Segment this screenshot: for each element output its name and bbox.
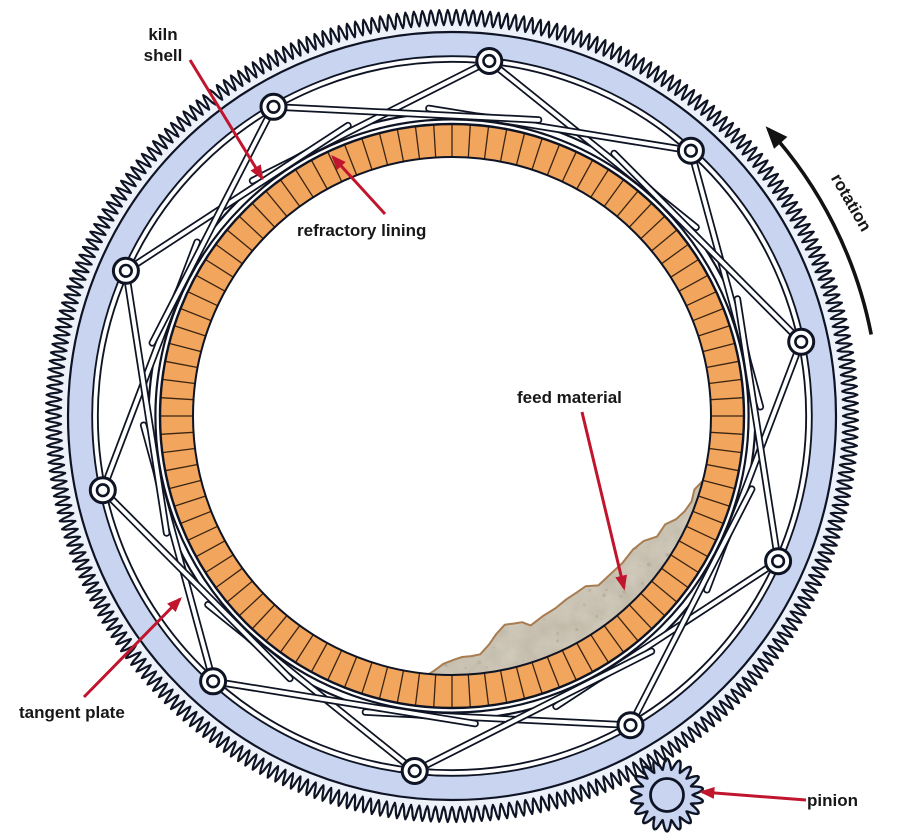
pivot-pin-inner — [482, 53, 497, 69]
pivot-pin-inner — [623, 718, 638, 733]
feed-material-heap — [424, 473, 710, 679]
tangent-plates — [99, 57, 805, 775]
kiln-shell-label: kiln shell — [143, 25, 183, 66]
refractory-brick-joints — [160, 124, 744, 708]
kiln-shell-pointer — [188, 59, 264, 181]
refractory-lining-pointer — [331, 155, 387, 216]
pivot-pin-inner — [683, 143, 699, 158]
refractory-annulus — [160, 124, 744, 708]
feed-material-pointer — [580, 411, 627, 591]
pivot-pin-inner — [118, 263, 133, 278]
tangent-plate-label: tangent plate — [19, 703, 125, 722]
pinion-gear — [629, 757, 705, 833]
pivot-pin-inner — [206, 674, 221, 689]
refractory-lining-label: refractory lining — [297, 221, 427, 240]
gear-pivot-pins — [88, 47, 816, 785]
feed-material-label: feed material — [517, 388, 622, 407]
pivot-pin-inner — [95, 483, 110, 498]
tangent-plate-pointer — [82, 597, 182, 699]
refractory-lining — [158, 122, 746, 710]
annotation-arrows — [82, 59, 807, 802]
feed-material-surface-edge — [423, 472, 711, 678]
pivot-pin-inner — [770, 554, 786, 569]
gear-teeth-outline — [44, 8, 860, 824]
pinion-bore — [649, 777, 685, 813]
pivot-pin-inner — [794, 334, 809, 349]
rotation-direction-arrow — [765, 126, 873, 335]
pivot-pin-inner — [407, 763, 422, 779]
pinion-pointer — [699, 786, 807, 802]
pivot-pin-inner — [266, 99, 281, 114]
pinion-label: pinion — [807, 791, 858, 810]
girth-gear-ring — [44, 8, 860, 824]
rotation-arrow — [765, 126, 873, 335]
